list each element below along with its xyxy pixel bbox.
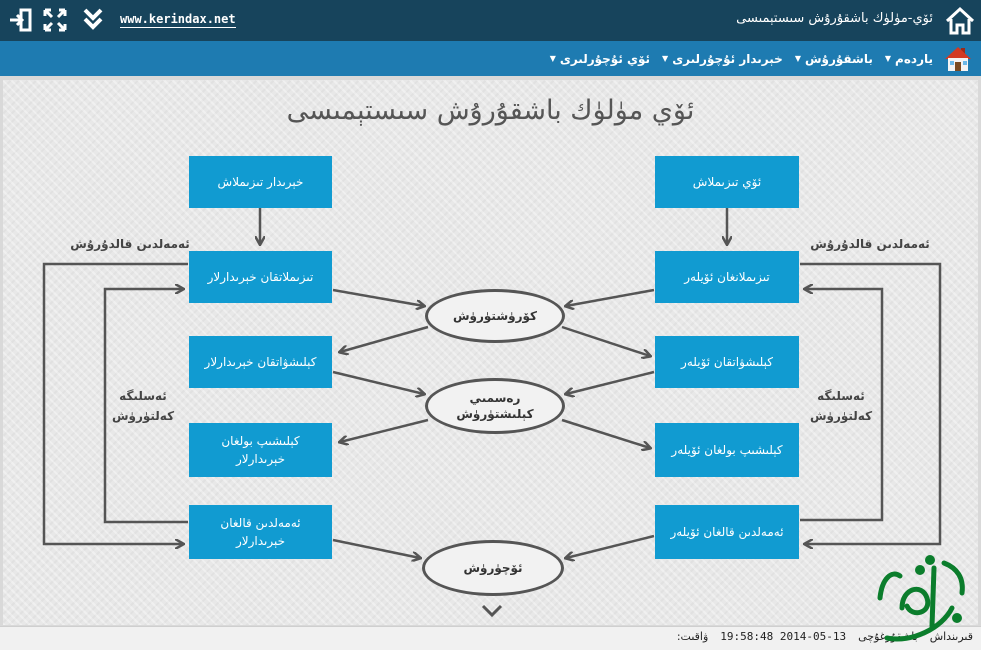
fullscreen-icon[interactable] xyxy=(40,5,70,35)
status-bar: ۋاقىت: 19:58:48 2014-05-13 باشقۇرغۇچى قى… xyxy=(0,626,981,650)
status-time: 19:58:48 2014-05-13 xyxy=(720,630,847,643)
menu-item-management[interactable]: باشقۇرۇش▼ xyxy=(794,51,873,66)
status-items: ۋاقىت: 19:58:48 2014-05-13 باشقۇرغۇچى قى… xyxy=(677,630,973,643)
menu-bar: ئۆي ئۇچۇرلىرى▼ خېرىدار ئۇچۇرلىرى▼ باشقۇر… xyxy=(0,41,981,76)
menu-item-houses[interactable]: ئۆي ئۇچۇرلىرى▼ xyxy=(549,51,651,66)
status-time-label: ۋاقىت: xyxy=(676,630,709,643)
cancelled-customers-box[interactable]: ئەمەلدىن قالغان خېرىدارلار xyxy=(189,505,332,559)
restore-label-right: ئەسلىگە كەلتۈرۈش xyxy=(809,389,873,423)
remove-label-left: ئەمەلدىن قالدۇرۇش xyxy=(70,237,190,251)
delete-oval[interactable]: ئۆچۈرۈش xyxy=(422,540,564,596)
menu-item-help[interactable]: ياردەم▼ xyxy=(884,51,933,66)
house-icon[interactable] xyxy=(943,44,973,74)
caret-down-icon: ▼ xyxy=(884,54,892,63)
registered-houses-box[interactable]: تىزىملانغان ئۆيلەر xyxy=(655,251,799,303)
register-house-box[interactable]: ئۆي تىزىملاش xyxy=(655,156,799,208)
restore-label-left: ئەسلىگە كەلتۈرۈش xyxy=(111,389,175,423)
matching-oval[interactable]: كۆرۈشتۈرۈش xyxy=(425,289,565,343)
menu-items: ئۆي ئۇچۇرلىرى▼ خېرىدار ئۇچۇرلىرى▼ باشقۇر… xyxy=(538,41,933,76)
registered-customers-box[interactable]: تىزىملاتقان خېرىدارلار xyxy=(189,251,332,303)
cancelled-houses-box[interactable]: ئەمەلدىن قالغان ئۆيلەر xyxy=(655,505,799,559)
remove-label-right: ئەمەلدىن قالدۇرۇش xyxy=(810,237,930,251)
app-title: ئۆي-مۈلۈك باشقۇرۇش سىستېمىسى xyxy=(736,11,933,26)
diagram-title: ئۆي مۈلۈك باشقۇرۇش سىستېمىسى xyxy=(286,95,695,126)
home-icon[interactable] xyxy=(945,6,975,36)
negotiating-houses-box[interactable]: كېلىشۋاتقان ئۆيلەر xyxy=(655,336,799,388)
exit-icon[interactable] xyxy=(6,5,36,35)
chevron-down-icon[interactable] xyxy=(480,603,504,619)
download-icon[interactable] xyxy=(78,5,108,35)
top-bar: www.kerindax.net ئۆي-مۈلۈك باشقۇرۇش سىست… xyxy=(0,0,981,41)
register-customer-box[interactable]: خېرىدار تىزىملاش xyxy=(189,156,332,208)
negotiating-customers-box[interactable]: كېلىشۋاتقان خېرىدارلار xyxy=(189,336,332,388)
formal-contract-oval[interactable]: رەسمىي كېلىشتۈرۈش xyxy=(425,378,565,434)
menu-item-customers[interactable]: خېرىدار ئۇچۇرلىرى▼ xyxy=(662,51,783,66)
site-url-link[interactable]: www.kerindax.net xyxy=(120,12,236,28)
calligraphy-logo xyxy=(872,548,976,648)
status-user: قىرىنداش xyxy=(929,630,973,643)
caret-down-icon: ▼ xyxy=(794,54,801,63)
caret-down-icon: ▼ xyxy=(549,54,556,63)
contracted-houses-box[interactable]: كېلىشىپ بولغان ئۆيلەر xyxy=(655,423,799,477)
contracted-customers-box[interactable]: كېلىشىپ بولغان خېرىدارلار xyxy=(189,423,332,477)
caret-down-icon: ▼ xyxy=(662,54,669,63)
